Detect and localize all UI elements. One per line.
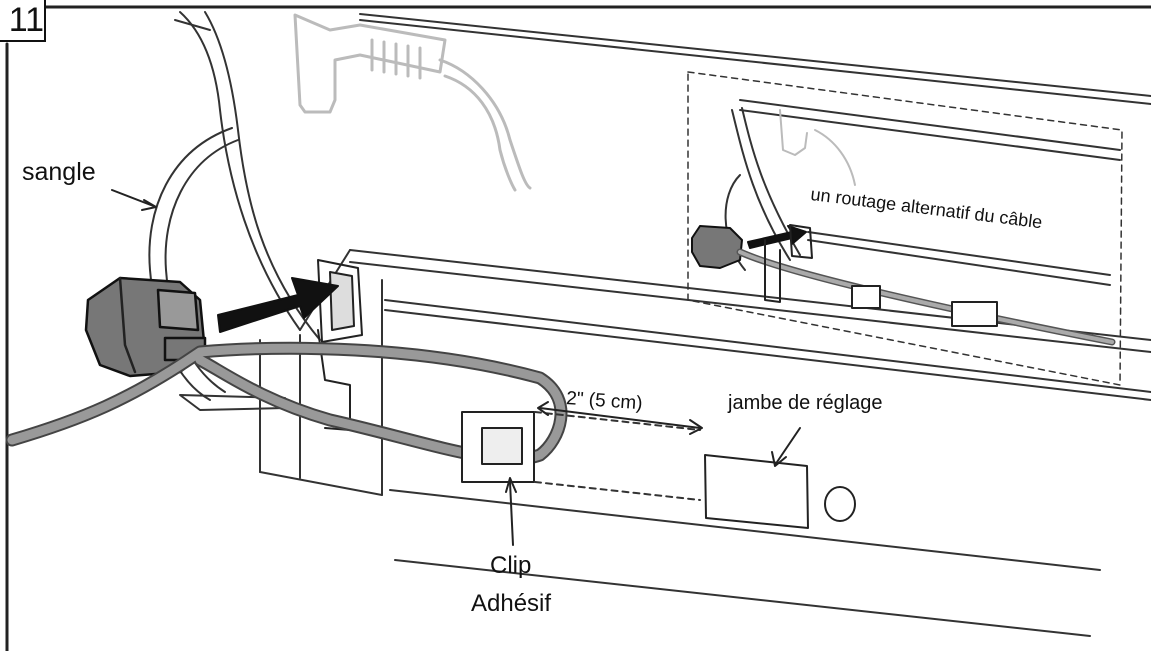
outlet [317,259,363,431]
strap-pointer [111,189,157,211]
distance-guides [534,411,701,501]
clip-label-line1: Clip [490,552,532,579]
leveling-leg [704,427,856,529]
clip-label-line2: Adhésif [471,590,552,617]
power-cord [5,341,568,466]
power-plug [84,276,207,378]
ghost-plug-outline [293,13,532,192]
insert-arrow [217,277,339,333]
leveling-leg-label: jambe de réglage [728,392,883,414]
strap-label: sangle [22,158,96,186]
step-number: 11 [0,0,46,42]
distance-arrow [537,401,703,435]
alternative-routing-inset [687,71,1123,386]
adhesive-clip [461,411,535,546]
